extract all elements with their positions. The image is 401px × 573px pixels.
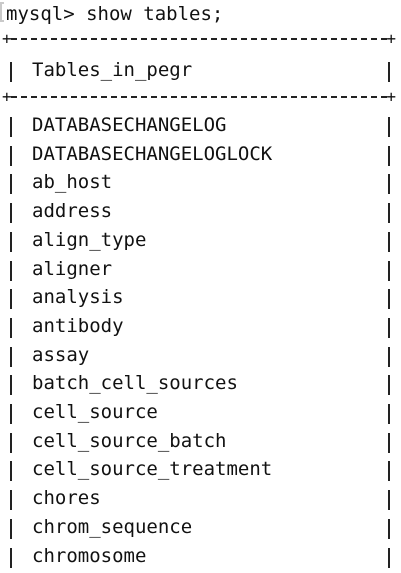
table-row: ab_host xyxy=(32,171,113,194)
row-left-bar xyxy=(10,461,12,482)
table-row: batch_cell_sources xyxy=(32,372,238,395)
table-row: chores xyxy=(32,487,101,510)
row-right-bar xyxy=(388,432,390,453)
row-right-bar xyxy=(388,317,390,338)
table-row: analysis xyxy=(32,286,124,309)
row-right-bar xyxy=(388,145,390,166)
table-row: cell_source_treatment xyxy=(32,458,273,481)
row-right-bar xyxy=(388,490,390,511)
row-left-bar xyxy=(10,174,12,195)
row-left-bar xyxy=(10,231,12,252)
table-row: address xyxy=(32,200,113,223)
table-row: DATABASECHANGELOG xyxy=(32,114,227,136)
row-right-bar xyxy=(388,375,390,396)
tables-result: + + Tables_in_pegr + + DATABASECHANGELOG… xyxy=(2,29,396,573)
row-right-bar xyxy=(388,174,390,195)
table-row: chromosome xyxy=(32,544,147,567)
row-right-bar xyxy=(388,346,390,367)
row-right-bar xyxy=(388,289,390,310)
command-line: mysql> show tables; xyxy=(6,3,224,25)
table-row: DATABASECHANGELOGLOCK xyxy=(32,142,273,165)
table-top-border: + + xyxy=(2,29,396,48)
header-left-bar xyxy=(10,62,12,82)
cursor-bracket xyxy=(0,2,4,22)
table-header-separator: + + xyxy=(2,87,396,106)
row-right-bar xyxy=(388,231,390,252)
row-right-bar xyxy=(388,117,390,137)
table-row: assay xyxy=(32,343,90,366)
table-row: aligner xyxy=(32,257,113,280)
row-left-bar xyxy=(10,260,12,281)
row-left-bar xyxy=(10,289,12,310)
table-row: cell_source_batch xyxy=(32,429,227,452)
row-left-bar xyxy=(10,432,12,453)
row-right-bar xyxy=(388,461,390,482)
row-left-bar xyxy=(10,203,12,224)
row-left-bar xyxy=(10,547,12,568)
row-left-bar xyxy=(10,404,12,424)
row-left-bar xyxy=(10,346,12,367)
row-left-bar xyxy=(10,518,12,539)
row-left-bar xyxy=(10,145,12,166)
row-right-bar xyxy=(388,203,390,224)
table-row: cell_source xyxy=(32,401,158,423)
table-row: align_type xyxy=(32,228,147,251)
header-right-bar xyxy=(388,62,390,82)
row-left-bar xyxy=(10,317,12,338)
row-left-bar xyxy=(10,117,12,137)
row-right-bar xyxy=(388,260,390,281)
table-header: Tables_in_pegr xyxy=(32,59,193,81)
row-left-bar xyxy=(10,490,12,511)
row-right-bar xyxy=(388,518,390,539)
table-row: antibody xyxy=(32,314,124,337)
table-row: chrom_sequence xyxy=(32,515,193,538)
row-left-bar xyxy=(10,375,12,396)
row-right-bar xyxy=(388,404,390,424)
row-right-bar xyxy=(388,547,390,568)
